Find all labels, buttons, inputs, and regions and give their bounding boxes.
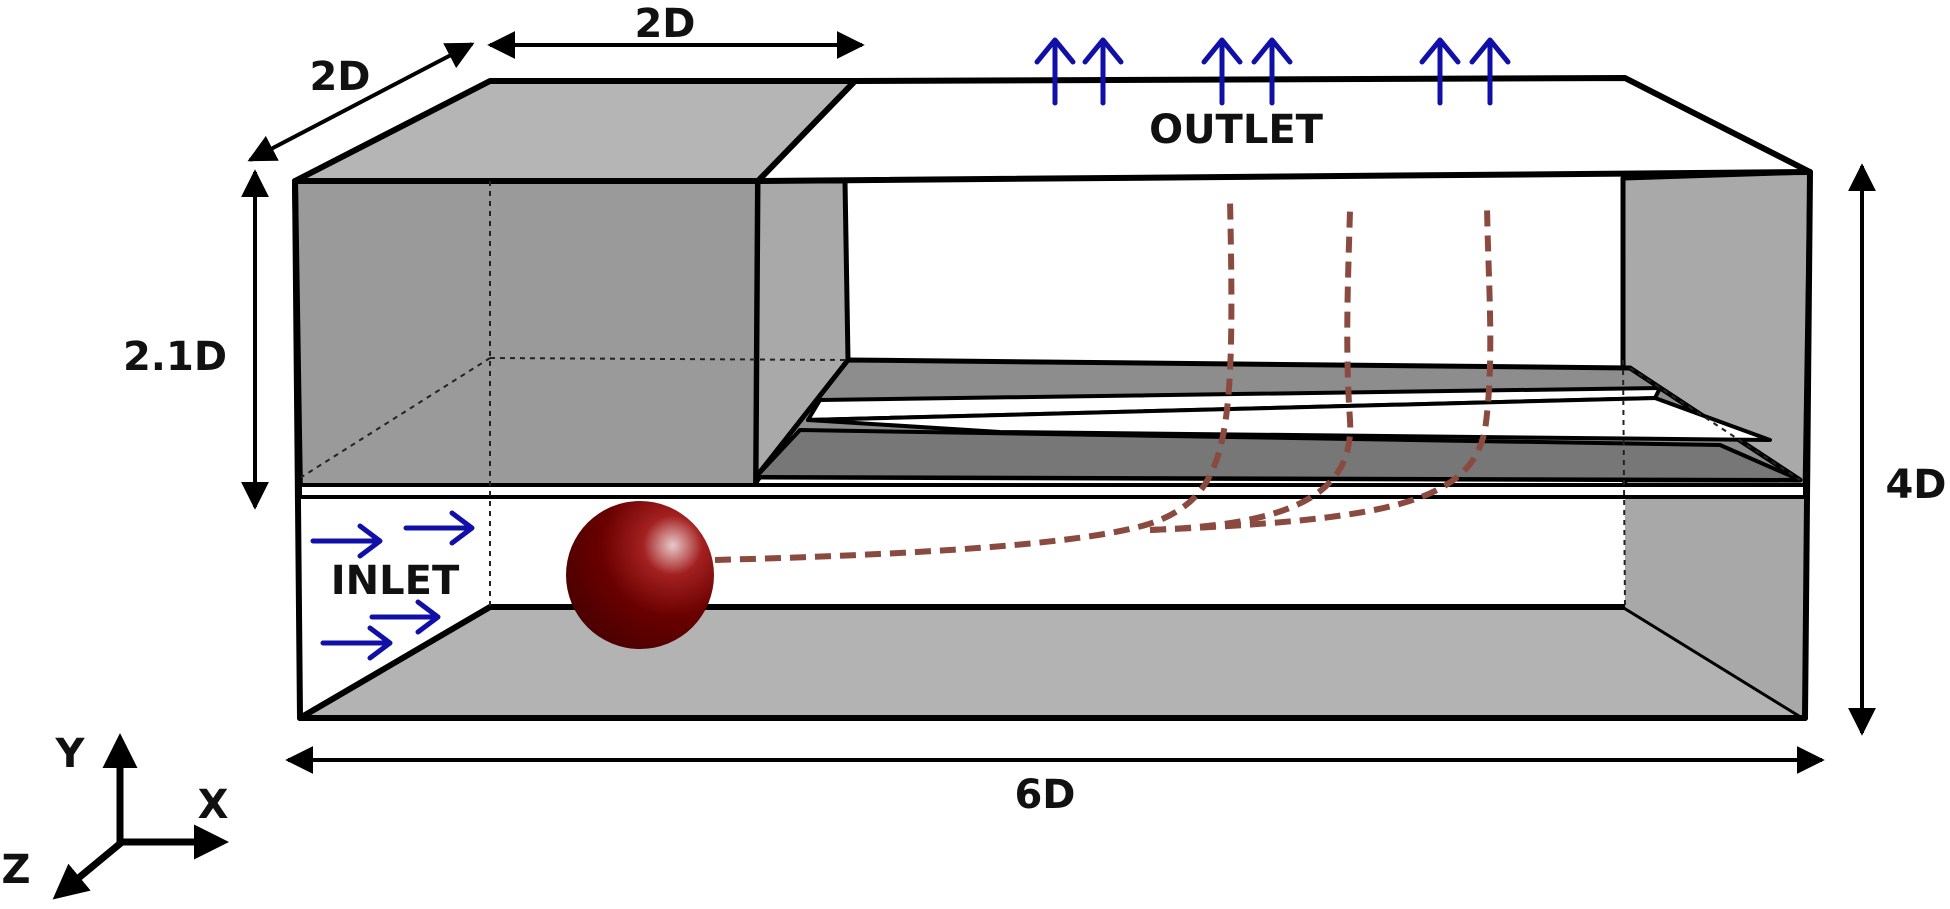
axis-label-x: X	[198, 782, 229, 828]
outlet-arrow	[1082, 37, 1124, 106]
label-outlet: OUTLET	[1149, 107, 1324, 153]
inlet-arrow	[403, 510, 475, 546]
outlet-arrow	[1469, 37, 1511, 106]
label-depth-top: 2D	[309, 54, 370, 100]
trajectory-line	[1149, 209, 1354, 533]
hidden-edge	[1629, 367, 1801, 481]
outlet-arrow	[1201, 37, 1243, 106]
axis-label-y: Y	[55, 731, 86, 777]
inlet-arrow	[369, 599, 441, 635]
label-height-total: 4D	[1885, 462, 1946, 508]
right-wall-lower	[1625, 495, 1805, 718]
z-axis-arrow	[52, 839, 125, 900]
outlet-arrow	[1419, 37, 1461, 106]
upper-block-front	[292, 178, 761, 498]
hidden-edge	[299, 357, 491, 479]
label-inlet: INLET	[331, 558, 460, 604]
label-height-upper: 2.1D	[123, 334, 227, 380]
domain-floor	[297, 604, 1808, 721]
box-top-edge	[852, 75, 1813, 175]
trajectory-line	[1149, 204, 1494, 533]
inlet-arrow	[320, 625, 393, 661]
box-top-front-edge	[755, 169, 1813, 184]
hidden-edge	[1622, 359, 1626, 608]
ledge-strip	[298, 483, 1807, 499]
axis-triad: Y X Z	[1, 731, 229, 900]
dimension-depth	[247, 42, 475, 162]
inlet-arrow	[310, 523, 383, 559]
ledge-gap	[806, 396, 1772, 442]
axis-label-z: Z	[1, 847, 30, 893]
sphere	[566, 501, 714, 649]
outlet-arrow	[1034, 37, 1076, 106]
label-width-top: 2D	[634, 1, 695, 47]
box-front-left-edge	[292, 178, 303, 721]
outlet-arrows	[1034, 37, 1511, 106]
inlet-arrows	[310, 510, 475, 661]
box-front-right-edge	[1802, 169, 1813, 721]
label-length: 6D	[1014, 772, 1075, 818]
outlet-arrow	[1251, 37, 1293, 106]
upper-block-top	[292, 78, 858, 184]
